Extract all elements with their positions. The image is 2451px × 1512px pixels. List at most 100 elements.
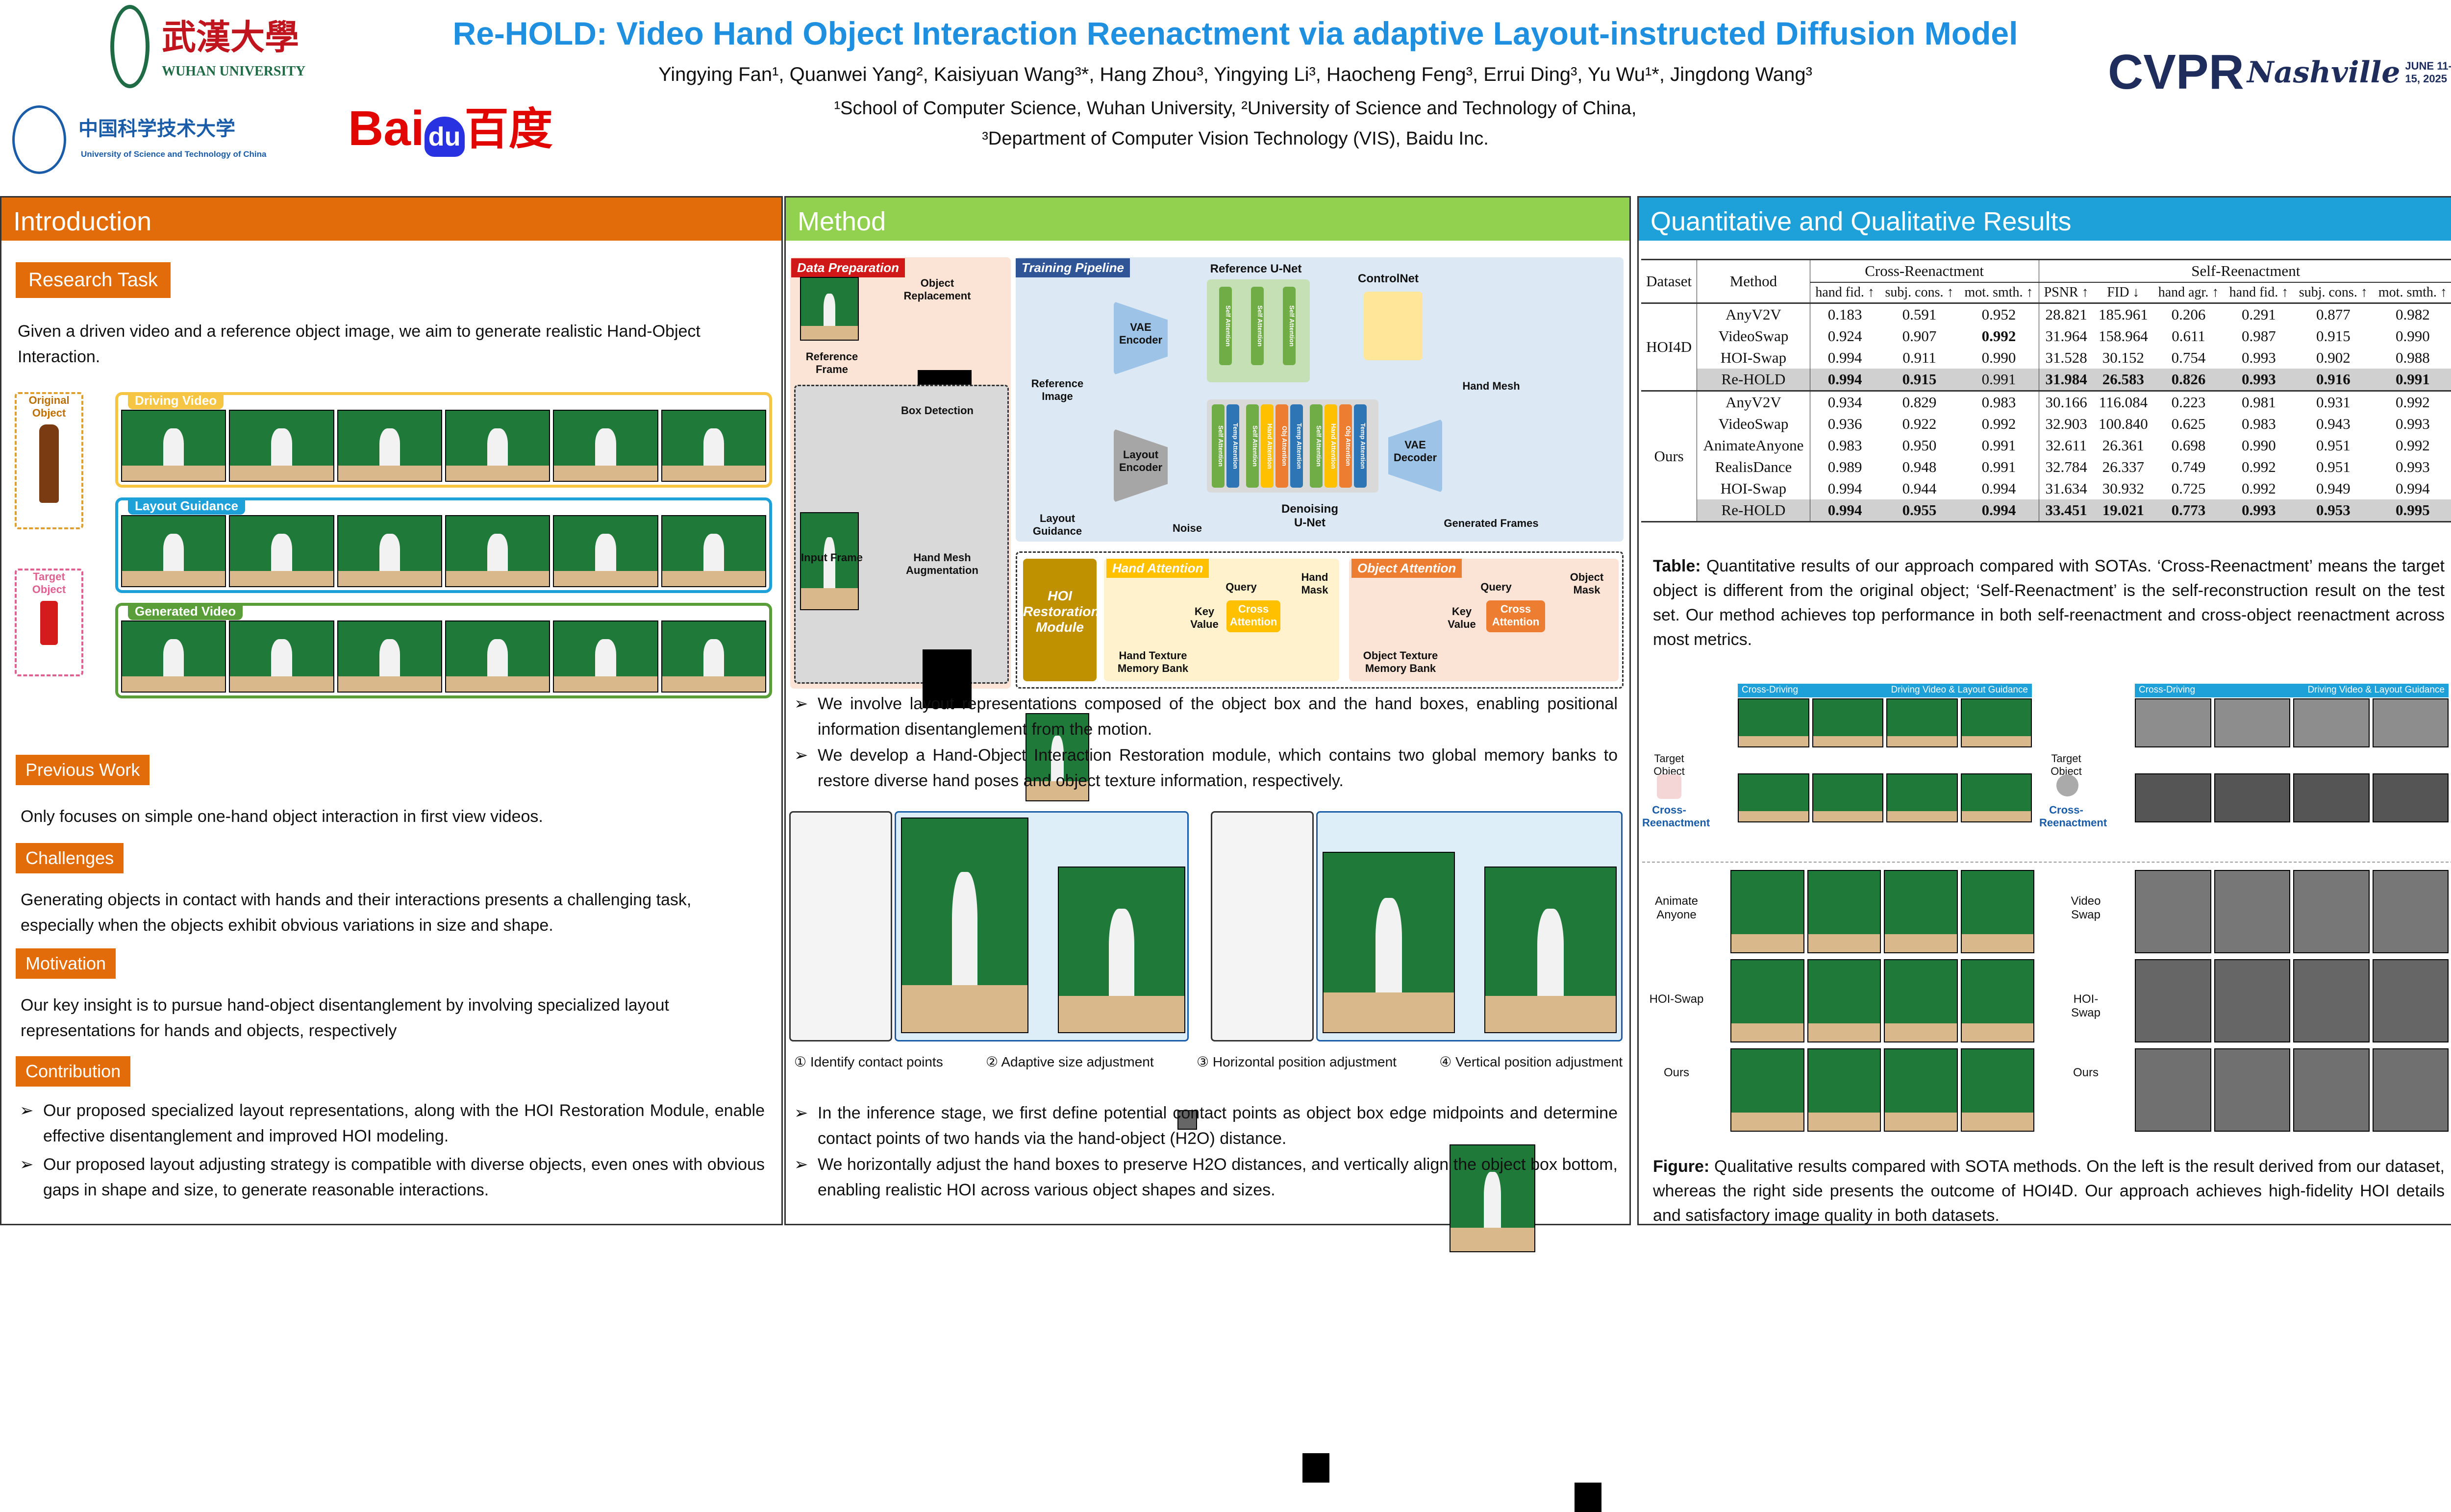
value-cell: 0.991: [1959, 435, 2039, 456]
figure-caption: Figure: Qualitative results compared wit…: [1653, 1154, 2445, 1228]
cvpr-dates: JUNE 11-15, 2025: [2405, 59, 2451, 85]
value-cell: 0.934: [1827, 394, 1862, 411]
value-cell: 0.995: [2373, 499, 2451, 522]
value-cell: 0.991: [1959, 369, 2039, 391]
results-table-wrap: Dataset Method Cross-Reenactment Self-Re…: [1641, 259, 2451, 522]
cross-driving-label: Cross-Driving: [2139, 685, 2196, 695]
video-frame: [661, 620, 766, 693]
right-comparison-frames: [2135, 870, 2449, 1135]
value-cell: 0.991: [2373, 369, 2451, 391]
value-cell: 0.994: [2396, 480, 2430, 497]
layout-guidance-label: Layout Guidance: [1032, 512, 1082, 537]
value-cell: 0.943: [2316, 415, 2351, 432]
affiliation-line-2: ³Department of Computer Vision Technolog…: [982, 128, 1489, 149]
object-replacement-label: Object Replacement: [903, 277, 971, 302]
can-icon: [40, 601, 58, 645]
reference-frame-image: [800, 277, 859, 341]
value-cell: 19.021: [2093, 499, 2153, 522]
ustc-name-cn: 中国科学技术大学: [78, 118, 235, 140]
value-cell: 0.951: [2316, 437, 2351, 454]
contact-steps-panel-1: [789, 811, 892, 1041]
value-cell: 0.591: [1902, 306, 1937, 323]
hand-mesh-label: Hand Mesh: [1462, 380, 1520, 392]
whu-logo: [110, 5, 150, 88]
video-frame: [445, 620, 550, 693]
method-label: Animate Anyone: [1654, 894, 1699, 921]
target-object-image: [2056, 774, 2078, 796]
motivation-label: Motivation: [16, 948, 116, 979]
object-memory-bank-label: Object Texture Memory Bank: [1363, 649, 1438, 674]
hand-memory-bank-label: Hand Texture Memory Bank: [1117, 649, 1189, 674]
value-cell: 0.611: [2172, 327, 2205, 345]
method-bullet: We horizontally adjust the hand boxes to…: [794, 1152, 1618, 1203]
table-caption-text: Quantitative results of our approach com…: [1653, 557, 2445, 649]
cvpr-wordmark: CVPR: [2108, 45, 2244, 99]
value-cell: 0.992: [2396, 394, 2430, 411]
table-caption-label: Table:: [1653, 557, 1701, 575]
hoi-restoration-module-label: HOI Restoration Module: [1023, 559, 1100, 681]
value-cell: 0.698: [2171, 437, 2206, 454]
cvpr-logo: CVPR Nashville JUNE 11-15, 2025: [2108, 44, 2451, 100]
value-cell: 185.961: [2099, 306, 2148, 323]
value-cell: 0.725: [2171, 480, 2206, 497]
cross-attention-block: Cross Attention: [1226, 600, 1280, 632]
vae-decoder-label: VAE Decoder: [1393, 439, 1437, 464]
value-cell: 0.992: [1959, 413, 2039, 435]
method-cell: HOI-Swap: [1697, 347, 1810, 369]
self-attention-block: Self Attention: [1212, 404, 1225, 488]
video-frame: [337, 620, 442, 693]
value-cell: 31.634: [2045, 480, 2087, 497]
value-cell: 0.951: [2316, 458, 2351, 475]
layout-frame: [661, 515, 766, 587]
denoising-unet-label: Denoising U-Net: [1281, 502, 1338, 529]
value-cell: 0.223: [2171, 394, 2206, 411]
value-cell: 158.964: [2099, 327, 2148, 345]
value-cell: 0.911: [1902, 349, 1936, 366]
metric-header: subj. cons. ↑: [1885, 285, 1954, 300]
generated-video-group: Generated Video: [115, 603, 772, 698]
method-label: Ours: [2073, 1066, 2099, 1079]
video-frame: [229, 620, 334, 693]
video-frame: [553, 620, 658, 693]
key-value-label: Key Value: [1448, 605, 1476, 630]
obj-attention-block: Obj Attention: [1276, 404, 1288, 488]
value-cell: 26.361: [2102, 437, 2144, 454]
challenges-text: Generating objects in contact with hands…: [21, 891, 692, 935]
bottle-icon: [39, 424, 59, 503]
comparison-rows: Animate Anyone HOI-Swap Ours Video Swap …: [1642, 870, 2451, 1144]
ustc-name-en: University of Science and Technology of …: [81, 149, 267, 159]
layout-guidance-group: Layout Guidance: [115, 497, 772, 593]
value-cell: 0.953: [2293, 499, 2373, 522]
value-cell: 0.993: [2224, 369, 2294, 391]
target-object-label: Target Object: [32, 570, 66, 595]
value-cell: 100.840: [2099, 415, 2148, 432]
driving-video-group: Driving Video: [115, 392, 772, 488]
input-frame-image: [800, 512, 859, 610]
value-cell: 0.987: [2242, 327, 2276, 345]
value-cell: 0.982: [2396, 306, 2430, 323]
previous-work-text: Only focuses on simple one-hand object i…: [21, 807, 543, 826]
noise-label: Noise: [1173, 522, 1202, 534]
hand-attention-section: [1104, 559, 1339, 681]
controlnet-label: ControlNet: [1358, 272, 1419, 285]
step-label: ④ Vertical position adjustment: [1439, 1054, 1623, 1069]
value-cell: 0.915: [2316, 327, 2351, 345]
value-cell: 0.990: [1959, 347, 2039, 369]
value-cell: 0.907: [1902, 327, 1937, 345]
results-panel: Quantitative and Qualitative Results: [1637, 196, 2451, 1225]
value-cell: 0.983: [1959, 391, 2039, 413]
temp-attention-block: Temp Attention: [1226, 404, 1239, 488]
poster-title: Re-HOLD: Video Hand Object Interaction R…: [452, 15, 2018, 51]
object-attention-section: [1349, 559, 1619, 681]
key-value-label: Key Value: [1190, 605, 1219, 630]
metric-header: PSNR ↑: [2044, 285, 2089, 300]
video-frame: [661, 410, 766, 482]
method-cell: Re-HOLD: [1697, 499, 1810, 522]
hand-attention-tag: Hand Attention: [1106, 559, 1209, 578]
value-cell: 0.950: [1902, 437, 1937, 454]
value-cell: 116.084: [2099, 394, 2148, 411]
value-cell: 0.829: [1902, 394, 1937, 411]
value-cell: 0.983: [2242, 415, 2276, 432]
